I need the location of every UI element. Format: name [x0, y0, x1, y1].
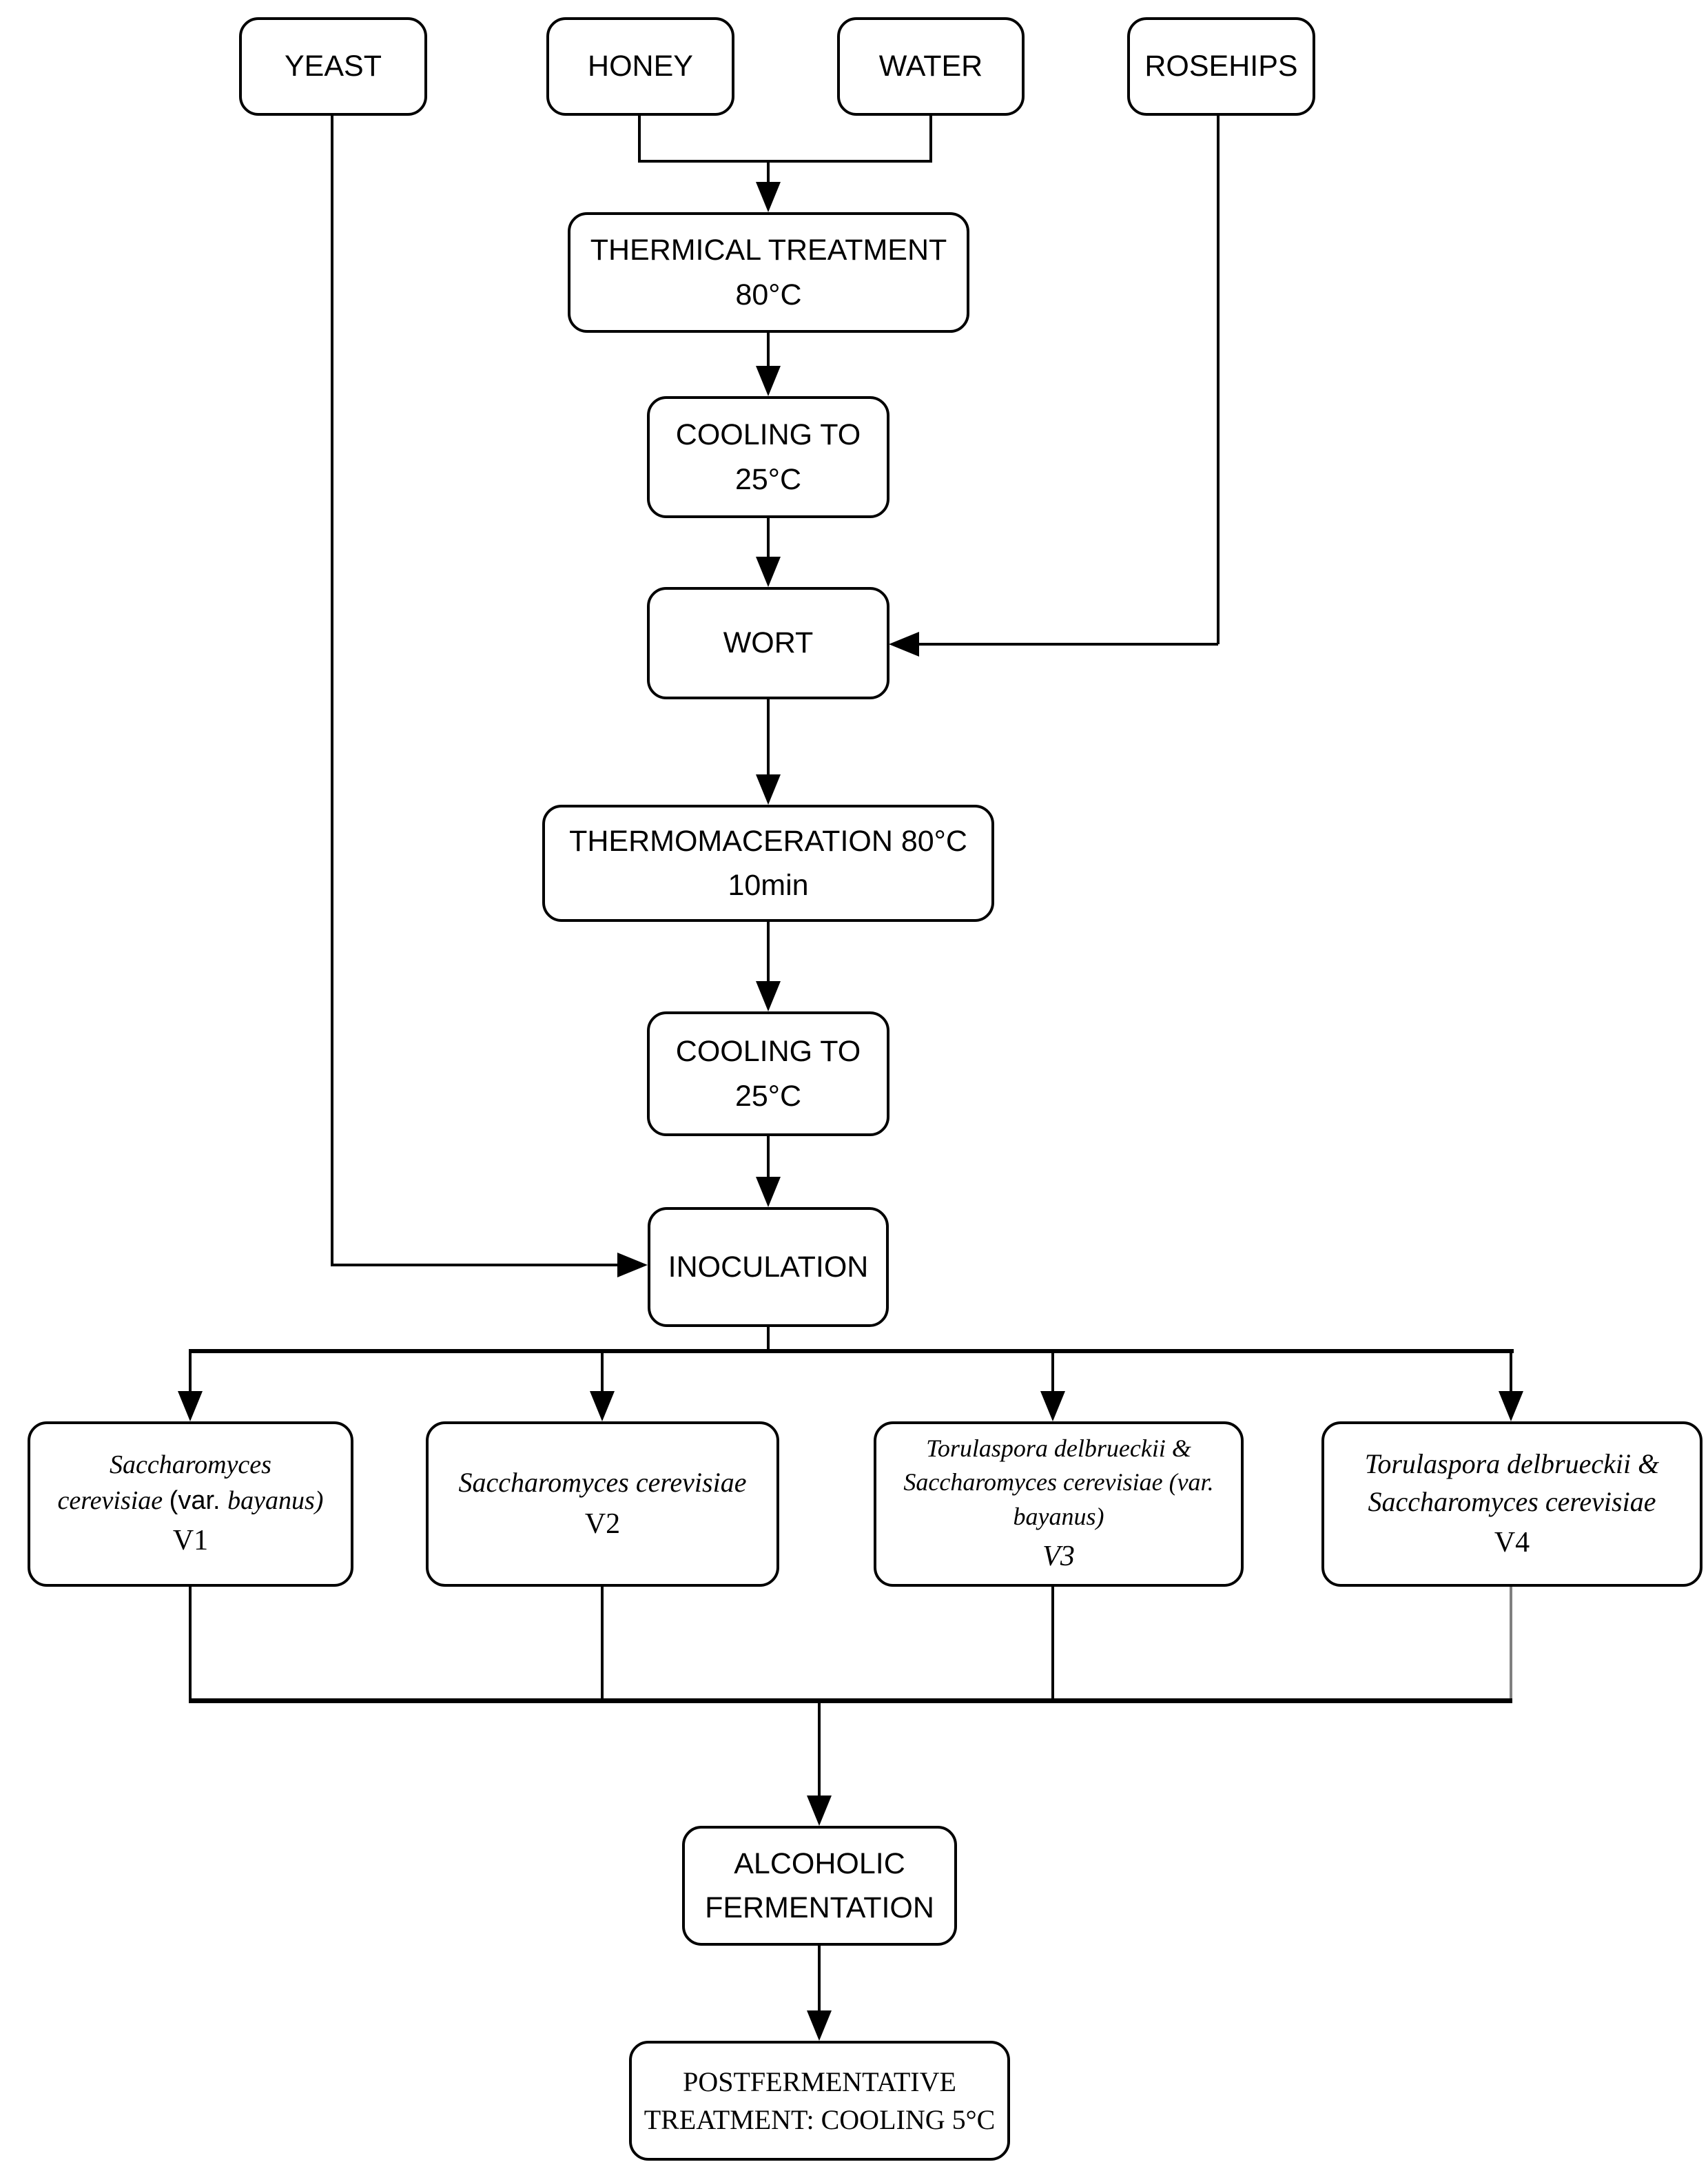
node-cooling-1-label: COOLING TO 25°C	[675, 418, 861, 496]
v1-var-abbrev: (var.	[169, 1486, 228, 1516]
arrowhead-into-v1	[178, 1391, 203, 1421]
v1-variant-code: V1	[172, 1525, 209, 1557]
node-variant-v4-label: Torulaspora delbrueckii & Saccharomyces …	[1324, 1445, 1700, 1563]
connector-thermomaceration-to-cooling2	[767, 922, 770, 982]
node-alcoholic-fermentation: ALCOHOLIC FERMENTATION	[682, 1826, 957, 1946]
node-alcoholic-fermentation-label: ALCOHOLIC FERMENTATION	[705, 1846, 934, 1925]
node-cooling-1: COOLING TO 25°C	[647, 396, 889, 518]
arrowhead-into-v2	[590, 1391, 615, 1421]
node-variant-v4: Torulaspora delbrueckii & Saccharomyces …	[1321, 1421, 1702, 1587]
connector-inoculation-down	[767, 1327, 770, 1352]
v4-variant-code: V4	[1494, 1527, 1530, 1559]
arrowhead-into-wort-left	[889, 632, 919, 657]
connector-drop-v4	[1510, 1350, 1512, 1392]
connector-honey-water-junction	[638, 160, 932, 163]
node-thermomaceration-label: THERMOMACERATION 80°C 10min	[569, 824, 967, 903]
connector-v2-down	[601, 1587, 604, 1702]
connector-cooling2-to-inoculation	[767, 1136, 770, 1178]
arrowhead-into-inoculation-top	[756, 1177, 781, 1207]
node-inoculation: INOCULATION	[648, 1207, 889, 1327]
arrowhead-into-fermentation	[807, 1796, 832, 1826]
arrowhead-into-thermical	[756, 182, 781, 212]
node-cooling-2: COOLING TO 25°C	[647, 1011, 889, 1136]
connector-drop-v2	[601, 1350, 604, 1392]
node-inoculation-label: INOCULATION	[668, 1250, 869, 1284]
connector-cooling1-to-wort	[767, 518, 770, 559]
connector-drop-v3	[1051, 1350, 1054, 1392]
arrowhead-into-thermomaceration	[756, 774, 781, 805]
node-wort: WORT	[647, 587, 889, 699]
arrowhead-into-inoculation-left	[617, 1253, 648, 1277]
connector-v1-down	[189, 1587, 192, 1702]
connector-merge-to-fermentation	[818, 1703, 821, 1796]
connector-rosehips-to-wort	[914, 643, 1218, 646]
node-variant-v3: Torulaspora delbrueckii & Saccharomyces …	[874, 1421, 1244, 1587]
node-honey: HONEY	[546, 17, 734, 116]
connector-v3-down	[1051, 1587, 1054, 1702]
node-water-label: WATER	[878, 50, 983, 83]
node-postfermentative-treatment: POSTFERMENTATIVE TREATMENT: COOLING 5°C	[629, 2041, 1010, 2161]
connector-yeast-down	[331, 116, 333, 1266]
merge-bar	[189, 1698, 1512, 1703]
node-rosehips: ROSEHIPS	[1127, 17, 1315, 116]
node-cooling-2-label: COOLING TO 25°C	[675, 1035, 861, 1113]
v1-species-part2: bayanus)	[227, 1486, 324, 1516]
node-thermical-treatment: THERMICAL TREATMENT 80°C	[568, 212, 969, 333]
v2-species: Saccharomyces cerevisiae	[458, 1467, 747, 1499]
node-thermomaceration: THERMOMACERATION 80°C 10min	[542, 805, 994, 922]
node-variant-v1: Saccharomyces cerevisiae (var. bayanus) V…	[28, 1421, 353, 1587]
distribution-bar	[189, 1349, 1514, 1353]
arrowhead-into-postfermentative	[807, 2010, 832, 2041]
node-yeast: YEAST	[239, 17, 427, 116]
node-variant-v3-label: Torulaspora delbrueckii & Saccharomyces …	[876, 1432, 1241, 1577]
connector-honey-down	[638, 116, 641, 161]
arrowhead-into-wort	[756, 557, 781, 587]
connector-wort-to-thermomaceration	[767, 699, 770, 776]
connector-v4-down	[1510, 1587, 1512, 1702]
v4-species: Torulaspora delbrueckii & Saccharomyces …	[1364, 1448, 1660, 1518]
arrowhead-into-v3	[1040, 1391, 1065, 1421]
node-water: WATER	[837, 17, 1025, 116]
node-wort-label: WORT	[723, 626, 814, 660]
arrowhead-into-cooling1	[756, 366, 781, 396]
connector-yeast-to-inoculation	[331, 1264, 617, 1266]
connector-fermentation-to-postfermentative	[818, 1946, 821, 2010]
v1-species-part1: Saccharomyces cerevisiae	[57, 1450, 271, 1516]
node-yeast-label: YEAST	[285, 50, 382, 83]
v3-variant-code: V3	[1042, 1540, 1075, 1572]
v3-species: Torulaspora delbrueckii & Saccharomyces …	[903, 1434, 1214, 1530]
connector-junction-to-thermical	[767, 160, 770, 185]
connector-drop-v1	[189, 1350, 192, 1392]
connector-water-down	[929, 116, 932, 161]
arrowhead-into-cooling2	[756, 981, 781, 1011]
connector-thermical-to-cooling1	[767, 333, 770, 367]
arrowhead-into-v4	[1499, 1391, 1523, 1421]
node-honey-label: HONEY	[588, 50, 693, 83]
node-rosehips-label: ROSEHIPS	[1144, 50, 1298, 83]
v2-variant-code: V2	[584, 1508, 621, 1540]
node-thermical-treatment-label: THERMICAL TREATMENT 80°C	[590, 234, 947, 311]
node-postfermentative-treatment-label: POSTFERMENTATIVE TREATMENT: COOLING 5°C	[644, 2066, 996, 2135]
node-variant-v1-label: Saccharomyces cerevisiae (var. bayanus) V…	[30, 1447, 351, 1562]
connector-rosehips-down	[1217, 116, 1220, 644]
